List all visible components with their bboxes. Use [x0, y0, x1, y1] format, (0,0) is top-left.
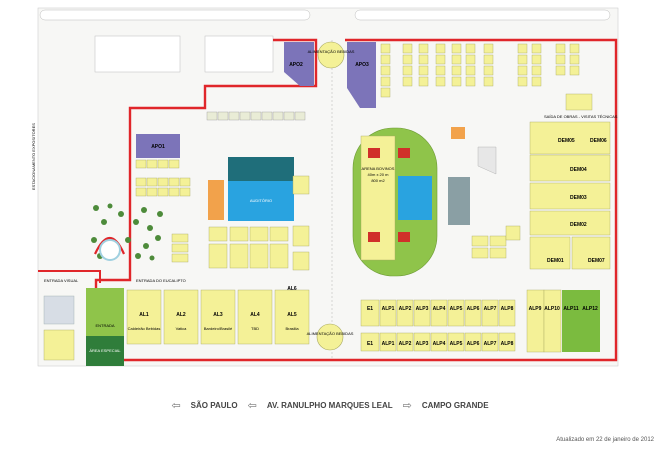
alp-bottom-row[interactable] — [360, 332, 516, 352]
garden-trees — [91, 203, 163, 261]
al1-label: AL1 — [139, 312, 149, 318]
entrada-eucalipto-label: ENTRADA DO EUCALIPTO — [136, 278, 186, 283]
grey-lot — [43, 295, 75, 325]
left-booth-cluster[interactable] — [135, 159, 191, 263]
alp-bottom-4: ALP4 — [433, 341, 446, 347]
alp-bottom-3: ALP3 — [416, 341, 429, 347]
avenue-bar: ⇦ SÃO PAULO ⇦ AV. RANULPHO MARQUES LEAL … — [0, 398, 660, 412]
dem04-label: DEM04 — [570, 167, 587, 173]
alp-bottom-e1: E1 — [367, 341, 373, 347]
apo2-label: APO2 — [289, 62, 303, 68]
alp-top-12: ALP12 — [582, 306, 598, 312]
al-blocks[interactable] — [126, 289, 310, 345]
booth-apo3[interactable] — [347, 42, 376, 108]
building-auditorio[interactable] — [228, 181, 294, 221]
alimentacao-bottom[interactable] — [316, 323, 344, 351]
center-left-booths[interactable] — [208, 175, 310, 271]
alp-top-1: ALP1 — [382, 306, 395, 312]
area-especial[interactable] — [86, 336, 124, 366]
fair-boundary — [94, 38, 618, 362]
arena-area: 800 m2 — [371, 178, 385, 183]
al3-name: Bardeiro/Brasilé — [204, 326, 233, 331]
dem06-label: DEM06 — [590, 138, 607, 144]
alimentacao-bottom-label: ALIMENTAÇÃO BEBIDAS — [307, 331, 354, 336]
alimentacao-top-label: ALIMENTAÇÃO BEBIDAS — [308, 49, 355, 54]
alp-bottom-5: ALP5 — [450, 341, 463, 347]
dem07-label: DEM07 — [588, 258, 605, 264]
alp-top-6: ALP6 — [467, 306, 480, 312]
booth-inovacao[interactable] — [565, 93, 593, 111]
alp-bottom-6: ALP6 — [467, 341, 480, 347]
left-arrow-icon-2: ⇦ — [247, 399, 257, 412]
booth-alp11[interactable] — [562, 290, 581, 352]
alp-top-7: ALP7 — [484, 306, 497, 312]
booth-grey-slant[interactable] — [477, 146, 497, 175]
al4-name: TBD — [251, 326, 259, 331]
al4-label: AL4 — [250, 312, 260, 318]
al2-name: Vatica — [176, 326, 188, 331]
booth-alp12[interactable] — [581, 290, 600, 352]
arena-label: ARENA BOVINOS — [362, 166, 395, 171]
left-arrow-icon: ⇦ — [171, 399, 181, 412]
entrada-visual-label: ENTRADA VISUAL — [44, 278, 79, 283]
alp-top-5: ALP5 — [450, 306, 463, 312]
dem05-label: DEM05 — [558, 138, 575, 144]
alimentacao-top[interactable] — [317, 41, 345, 69]
alp-top-3: ALP3 — [416, 306, 429, 312]
apo1-label: APO1 — [151, 144, 165, 150]
arena-complex[interactable] — [352, 127, 438, 277]
alp-top-8: ALP8 — [501, 306, 514, 312]
right-arrow-icon: ⇨ — [402, 399, 412, 412]
entrada-label: ENTRADA — [95, 323, 114, 328]
al5-name: Brasilia — [285, 326, 299, 331]
row-a-booths[interactable] — [206, 111, 306, 121]
dem-blocks[interactable] — [529, 121, 611, 270]
direction-right: CAMPO GRANDE — [421, 400, 489, 410]
roundabout — [99, 239, 121, 261]
alp-top-10: ALP10 — [544, 306, 560, 312]
alp-top-11: ALP11 — [563, 306, 579, 312]
booth-orange-right[interactable] — [451, 127, 465, 139]
estacionamento-label: ESTACIONAMENTO EXPOSITORES — [31, 123, 36, 190]
booth-grid-top-right[interactable] — [380, 43, 580, 98]
al3-label: AL3 — [213, 312, 223, 318]
direction-left: SÃO PAULO — [190, 400, 238, 410]
auditorio-label: AUDITÓRIO — [250, 198, 272, 203]
top-parking — [39, 9, 611, 73]
yellow-lot — [43, 329, 75, 361]
entrance-line — [38, 270, 101, 283]
arena-size: 40m x 20 m — [368, 172, 390, 177]
alp-top-9: ALP9 — [529, 306, 542, 312]
al5-label: AL5 — [287, 312, 297, 318]
avenue-name: AV. RANULPHO MARQUES LEAL — [266, 400, 393, 410]
building-auditorio-roof — [228, 157, 294, 181]
area-especial-label: ÁREA ESPECIAL — [89, 348, 121, 353]
dem03-label: DEM03 — [570, 195, 587, 201]
alp-top-e1: E1 — [367, 306, 373, 312]
right-small-booths[interactable] — [471, 225, 521, 259]
apo3-label: APO3 — [355, 62, 369, 68]
alp-top-4: ALP4 — [433, 306, 446, 312]
saida-label: SAÍDA DE OBRAS - VISITAS TÉCNICAS — [544, 114, 618, 119]
dem01-label: DEM01 — [547, 258, 564, 264]
alp-bottom-2: ALP2 — [399, 341, 412, 347]
booth-orange-left[interactable] — [208, 180, 224, 220]
booth-apo2[interactable] — [284, 42, 314, 86]
entrance-area[interactable] — [86, 288, 124, 336]
al1-name: Caldeirão Bebidas — [128, 326, 161, 331]
alp-top-2: ALP2 — [399, 306, 412, 312]
al2-label: AL2 — [176, 312, 186, 318]
booth-apo1[interactable] — [136, 134, 180, 158]
alp-top-row[interactable] — [360, 289, 562, 353]
al6-label: AL6 — [287, 286, 297, 292]
updated-note: Atualizado em 22 de janeiro de 2012 — [556, 437, 654, 443]
alp-bottom-7: ALP7 — [484, 341, 497, 347]
alp-bottom-1: ALP1 — [382, 341, 395, 347]
alp-bottom-8: ALP8 — [501, 341, 514, 347]
dem02-label: DEM02 — [570, 222, 587, 228]
entrance-arc — [94, 236, 126, 255]
building-grey[interactable] — [448, 177, 470, 225]
